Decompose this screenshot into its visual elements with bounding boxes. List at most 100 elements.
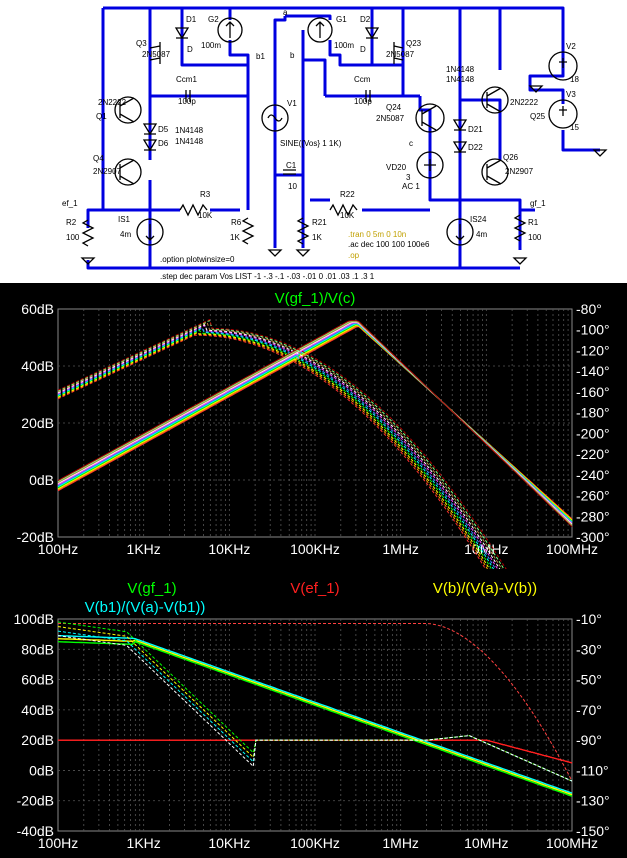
schematic-wires xyxy=(86,6,600,270)
directive-ac[interactable]: .ac dec 100 100 100e6 xyxy=(348,240,430,249)
plot1-trace-label[interactable]: V(gf_1)/V(c) xyxy=(275,290,356,307)
label-is1v: 4m xyxy=(120,230,131,239)
label-c1v: 10 xyxy=(288,182,297,191)
left-axis-tick: 40dB xyxy=(21,358,54,374)
right-axis-tick: -220° xyxy=(576,446,610,462)
label-r21: R21 xyxy=(312,218,327,227)
right-axis-tick: -50° xyxy=(576,672,602,688)
label-r2: R2 xyxy=(66,218,77,227)
label-v3: V3 xyxy=(566,90,576,99)
left-axis-tick: 20dB xyxy=(21,732,54,748)
label-r22v: 10K xyxy=(340,211,355,220)
label-is24v: 4m xyxy=(476,230,487,239)
label-ef1: ef_1 xyxy=(62,199,78,208)
label-v3v: 15 xyxy=(570,123,579,132)
label-q3: Q3 xyxy=(136,39,147,48)
label-d6: D6 xyxy=(158,139,169,148)
left-axis-tick: 80dB xyxy=(21,641,54,657)
plot2-legend-ef1[interactable]: V(ef_1) xyxy=(290,580,339,597)
x-axis-tick: 10MHz xyxy=(464,835,508,851)
left-axis-tick: -20dB xyxy=(17,793,54,809)
right-axis-tick: -100° xyxy=(576,322,610,338)
right-axis-tick: -280° xyxy=(576,508,610,524)
label-c1: C1 xyxy=(286,161,297,170)
label-is24: IS24 xyxy=(470,215,487,224)
label-g2v: 100m xyxy=(201,41,221,50)
schematic-pane[interactable]: D1 G2 100m G1 100m D2 Q3 2N5087 Q23 2N50… xyxy=(0,0,627,283)
left-axis-tick: 0dB xyxy=(29,762,54,778)
label-q23m: 2N5087 xyxy=(386,50,415,59)
right-axis-tick: -10° xyxy=(576,611,602,627)
right-axis-tick: -240° xyxy=(576,467,610,483)
right-axis-tick: -180° xyxy=(576,405,610,421)
left-axis-tick: 20dB xyxy=(21,415,54,431)
label-g1v: 100m xyxy=(334,41,354,50)
label-gf1: gf_1 xyxy=(530,199,546,208)
right-axis-tick: -300° xyxy=(576,529,610,545)
right-axis-tick: -90° xyxy=(576,732,602,748)
label-r6v: 1K xyxy=(230,233,240,242)
label-q25: Q25 xyxy=(530,112,546,121)
x-axis-tick: 10KHz xyxy=(208,541,250,557)
label-d1: D1 xyxy=(186,15,197,24)
x-axis-tick: 10KHz xyxy=(208,835,250,851)
label-q24: Q24 xyxy=(386,103,402,112)
label-ccm: Ccm xyxy=(354,75,371,84)
x-axis-tick: 100Hz xyxy=(38,835,78,851)
directive-op[interactable]: .op xyxy=(348,251,360,260)
schematic-components xyxy=(80,17,608,265)
right-axis-tick: -200° xyxy=(576,425,610,441)
label-q26: Q26 xyxy=(503,153,519,162)
label-ccm1v: 100p xyxy=(178,97,196,106)
label-q23: Q23 xyxy=(406,39,422,48)
right-axis-tick: -80° xyxy=(576,301,602,317)
right-axis-tick: -140° xyxy=(576,363,610,379)
plot2-legend-gf1[interactable]: V(gf_1) xyxy=(127,580,176,597)
label-is1: IS1 xyxy=(118,215,131,224)
x-axis-tick: 1MHz xyxy=(382,541,419,557)
label-r3v: 10K xyxy=(198,211,213,220)
label-q1: Q1 xyxy=(96,112,107,121)
plot-pane-gains[interactable]: V(gf_1) V(ef_1) V(b)/(V(a)-V(b)) V(b1)/(… xyxy=(0,571,627,858)
plot2-traces xyxy=(57,621,573,797)
x-axis-tick: 100KHz xyxy=(290,541,340,557)
label-g1: G1 xyxy=(336,15,347,24)
right-axis-tick: -260° xyxy=(576,488,610,504)
label-r2v: 100 xyxy=(66,233,80,242)
x-axis-tick: 100MHz xyxy=(546,541,598,557)
label-v1: V1 xyxy=(287,99,297,108)
label-d-a: D xyxy=(187,45,193,54)
left-axis-tick: 60dB xyxy=(21,672,54,688)
label-vd20v2: AC 1 xyxy=(402,182,420,191)
directive-option[interactable]: .option plotwinsize=0 xyxy=(160,255,235,264)
label-q4m: 2N2907 xyxy=(93,167,122,176)
right-axis-tick: -110° xyxy=(576,762,609,778)
label-q2: 2N2222 xyxy=(98,98,127,107)
x-axis-tick: 100Hz xyxy=(38,541,78,557)
left-axis-tick: 0dB xyxy=(29,472,54,488)
x-axis-tick: 1KHz xyxy=(127,835,161,851)
label-g2: G2 xyxy=(208,15,219,24)
right-axis-tick: -120° xyxy=(576,342,610,358)
label-v1v: SINE({Vos} 1 1K) xyxy=(280,139,342,148)
label-r1v: 100 xyxy=(528,233,542,242)
label-b1: b1 xyxy=(256,52,265,61)
label-ccm1: Ccm1 xyxy=(176,75,197,84)
label-vd20: VD20 xyxy=(386,163,407,172)
label-v2: V2 xyxy=(566,42,576,51)
label-r22: R22 xyxy=(340,190,355,199)
directive-step[interactable]: .step dec param Vos LIST -1 -.3 -.1 -.03… xyxy=(160,272,375,281)
left-axis-tick: 60dB xyxy=(21,301,54,317)
label-q26m: 2N2907 xyxy=(505,167,534,176)
left-axis-tick: -40dB xyxy=(17,823,54,839)
x-axis-tick: 1MHz xyxy=(382,835,419,851)
plot2-legend-b1-ratio[interactable]: V(b1)/(V(a)-V(b1)) xyxy=(85,599,206,616)
directive-tran[interactable]: .tran 0 5m 0 10n xyxy=(348,230,406,239)
left-axis-tick: 100dB xyxy=(14,611,54,627)
label-q3m: 2N5087 xyxy=(142,50,171,59)
label-d2122m2: 1N4148 xyxy=(446,75,475,84)
x-axis-tick: 100KHz xyxy=(290,835,340,851)
plot2-legend-b-ratio[interactable]: V(b)/(V(a)-V(b)) xyxy=(433,580,537,597)
